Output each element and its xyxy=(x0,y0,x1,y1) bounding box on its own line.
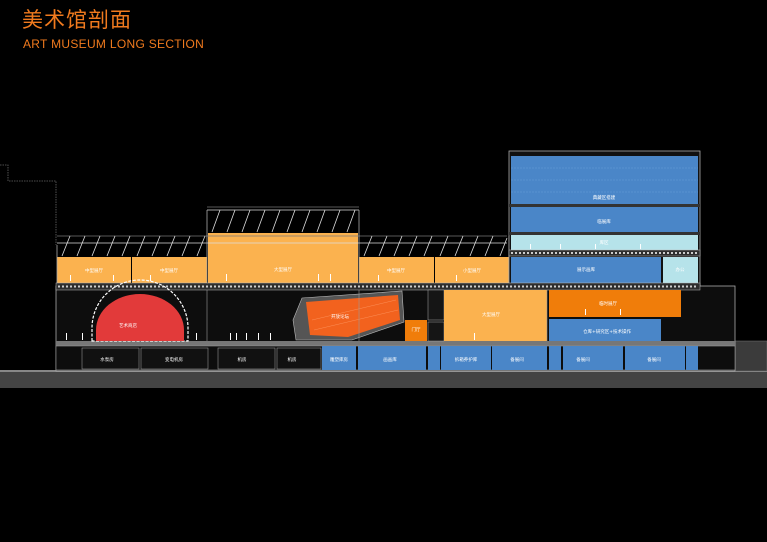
machine-room-2 xyxy=(276,347,322,370)
page-subtitle: ART MUSEUM LONG SECTION xyxy=(23,37,205,51)
label-lobby: 门厅 xyxy=(412,326,421,333)
large-hall-top xyxy=(208,233,358,283)
right-small-room xyxy=(663,257,698,283)
label-large-hall-top: 大型展厅 xyxy=(274,266,292,273)
label-right-small: 办公 xyxy=(676,266,685,273)
label-standby-1: 备展间 xyxy=(510,356,524,363)
lobby xyxy=(405,320,427,341)
label-standby-3: 备展间 xyxy=(647,356,661,363)
painting-store xyxy=(358,346,426,370)
label-exhibit-store: 展示画库 xyxy=(577,266,595,273)
standby-room-4 xyxy=(625,346,685,370)
standby-room-3 xyxy=(563,346,623,370)
label-mid-hall-2: 中型展厅 xyxy=(160,267,178,274)
art-shop xyxy=(96,294,184,341)
ground-floor: 水泵房 变电机房 机房 机房 雕塑库房 画画库 拆箱养护库 备展间 备展间 备展… xyxy=(55,345,736,371)
ground-slab xyxy=(0,370,767,388)
collection-tower: 典藏区搭建 临展库 库区 展示画库 办公 xyxy=(508,150,701,287)
stair-core-lower xyxy=(427,321,445,342)
label-unpack: 拆箱养护库 xyxy=(455,356,478,363)
adjacent-building-outline xyxy=(0,164,57,245)
skylight-trusses xyxy=(56,206,510,283)
water-pump-room xyxy=(81,347,140,370)
mid-hall-3 xyxy=(359,257,434,283)
label-tech-ops: 仓库+研究区+技术操作 xyxy=(583,328,632,335)
small-hall xyxy=(435,257,509,283)
machine-room-1 xyxy=(217,347,276,370)
label-mid-hall-1: 中型展厅 xyxy=(85,267,103,274)
unpack-store xyxy=(441,346,491,370)
standby-room-5 xyxy=(686,346,698,370)
temp-store xyxy=(511,207,698,232)
label-power: 变电机房 xyxy=(165,356,183,363)
label-forum: 开放论坛 xyxy=(331,313,349,320)
upper-gallery-floor: 中型展厅 中型展厅 大型展厅 中型展厅 小型展厅 xyxy=(57,233,509,283)
label-painting-store: 画画库 xyxy=(383,356,397,363)
site-edge-right xyxy=(734,340,767,372)
upper-strip xyxy=(511,235,698,250)
page-title: 美术馆剖面 xyxy=(22,8,132,32)
label-mid-hall-3: 中型展厅 xyxy=(387,267,405,274)
label-standby-2: 备展间 xyxy=(576,356,590,363)
temp-hall xyxy=(549,290,681,317)
floor-slabs xyxy=(55,204,735,346)
label-large-hall-mid: 大型展厅 xyxy=(482,311,500,318)
label-small-hall: 小型展厅 xyxy=(463,267,481,274)
sculpture-store xyxy=(322,346,356,370)
label-machine-1: 机房 xyxy=(238,356,247,363)
mid-hall-1 xyxy=(57,257,131,283)
stair-core xyxy=(427,289,445,321)
label-temp-store: 临展库 xyxy=(597,218,611,225)
label-collection: 典藏区搭建 xyxy=(593,194,616,201)
middle-floor: 艺术商店 开放论坛 门厅 大型展厅 临时展厅 仓库+研究区+技术操作 xyxy=(91,279,681,342)
label-temp-hall: 临时展厅 xyxy=(599,300,617,307)
label-water-pump: 水泵房 xyxy=(100,356,114,363)
label-art-shop: 艺术商店 xyxy=(119,322,137,329)
tech-ops xyxy=(549,319,661,341)
large-hall-mid xyxy=(444,290,547,341)
unpack-room xyxy=(428,346,440,370)
mid-hall-2 xyxy=(132,257,207,283)
art-shop-drum xyxy=(91,279,189,342)
scale-figures xyxy=(66,244,641,340)
exhibit-store xyxy=(511,257,661,283)
standby-room-1 xyxy=(492,346,547,370)
label-machine-2: 机房 xyxy=(288,356,297,363)
power-room xyxy=(140,347,209,370)
standby-room-2 xyxy=(549,346,561,370)
label-upper-strip: 库区 xyxy=(600,239,609,246)
label-sculpture-store: 雕塑库房 xyxy=(330,356,348,363)
